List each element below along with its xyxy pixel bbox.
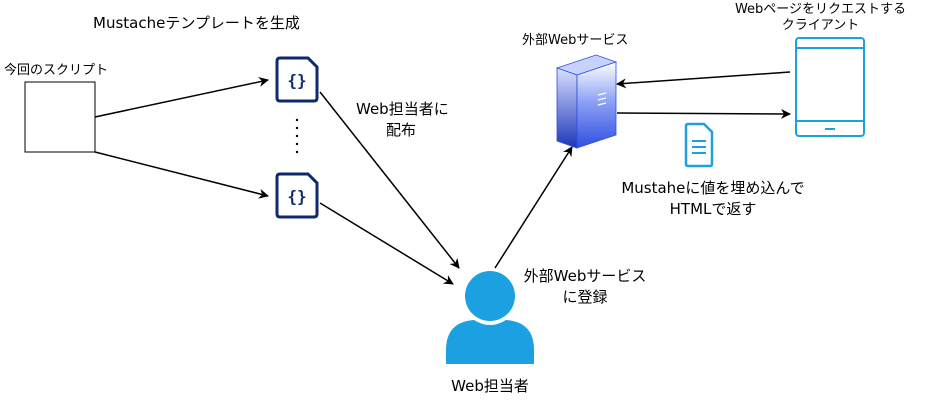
register-label: 外部Webサービス に登録 — [510, 266, 660, 308]
distribute-label-line1: Web担当者に — [356, 100, 449, 118]
template-file-icon-top: {} — [275, 56, 319, 103]
web-person-label: Web担当者 — [451, 377, 529, 395]
register-label-line1: 外部Webサービス — [523, 267, 647, 285]
user-icon — [446, 271, 534, 364]
arrow-person-to-server — [494, 146, 573, 269]
render-label-line1: Mustaheに値を埋め込んで — [621, 179, 805, 197]
arrow-template-bottom-to-person — [319, 202, 454, 285]
this-script-label: 今回のスクリプト — [4, 63, 109, 78]
render-label-line2: HTMLで返す — [669, 200, 757, 218]
arrow-server-to-client — [616, 108, 791, 119]
client-tablet-icon — [795, 37, 865, 137]
client-label-line1: Webページをリクエストする — [734, 2, 907, 17]
server-icon — [555, 54, 618, 149]
template-file-icon-bottom: {} — [275, 172, 319, 219]
register-label-line2: に登録 — [562, 288, 608, 306]
script-box — [24, 81, 96, 153]
svg-text:{}: {} — [287, 187, 306, 206]
arrow-template-top-to-person — [319, 91, 460, 269]
distribute-label-line2: 配布 — [385, 121, 416, 139]
external-service-label: 外部Webサービス — [522, 33, 629, 48]
arrow-script-to-template-bottom — [94, 151, 269, 199]
arrow-script-to-template-top — [94, 76, 269, 118]
distribute-label: Web担当者に 配布 — [356, 98, 449, 140]
template-generation-label: Mustacheテンプレートを生成 — [93, 14, 300, 32]
client-label-line2: クライアント — [781, 18, 860, 33]
document-icon — [684, 122, 714, 168]
vertical-dots-icon — [295, 118, 299, 154]
arrow-client-to-server — [616, 71, 791, 89]
svg-text:{}: {} — [287, 71, 306, 90]
client-label: Webページをリクエストする クライアント — [718, 2, 923, 34]
render-label: Mustaheに値を埋め込んで HTMLで返す — [604, 178, 822, 220]
